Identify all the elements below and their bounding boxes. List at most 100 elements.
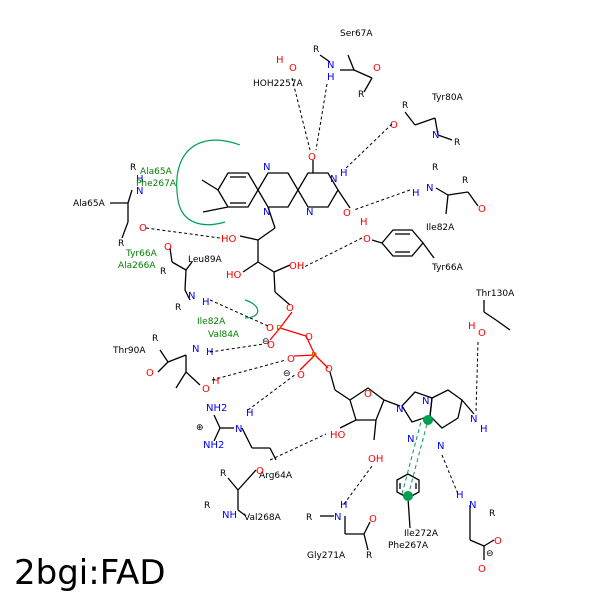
label-arg64: Arg64A xyxy=(259,471,293,481)
atom-gly271-o: O xyxy=(369,514,377,525)
atom-ala65-h: H xyxy=(136,174,144,185)
atom-ile272-o2: O xyxy=(478,564,486,575)
label-tyr80: Tyr80A xyxy=(431,93,464,103)
label-ile82-hyd: Ile82A xyxy=(197,317,226,327)
atom-arg64-nh1: NH2 xyxy=(206,403,227,414)
charge-plus-arg64: ⊕ xyxy=(196,423,204,433)
atom-n6: N xyxy=(470,414,477,425)
label-ala266-hyd: Ala266A xyxy=(118,261,156,271)
atom-tyr80-r1: R xyxy=(454,138,460,148)
atom-ile82-r2: R xyxy=(462,176,468,186)
atom-ser67-h: H xyxy=(327,72,335,83)
atom-val268-o: O xyxy=(256,466,264,477)
atom-n10: N xyxy=(263,207,270,218)
atom-thr130-h: H xyxy=(468,321,476,332)
atom-o3p: O xyxy=(305,332,313,343)
label-hoh2257: HOH2257A xyxy=(253,79,304,89)
charge-minus-ile272: ⊖ xyxy=(486,549,494,559)
residue-ala65 xyxy=(110,189,133,239)
atom-gly271-h: H xyxy=(340,500,348,511)
label-val84-hyd: Val84A xyxy=(208,330,240,340)
ribityl-chain xyxy=(239,206,291,306)
atom-o1b: O xyxy=(287,354,295,365)
atom-o5b: O xyxy=(325,364,333,375)
residue-arg64 xyxy=(213,414,277,461)
atom-o3ribose: HO xyxy=(330,430,346,441)
atom-o4prime: OH xyxy=(289,261,304,272)
atom-n5: N xyxy=(263,162,270,173)
atom-ala65-r2: R xyxy=(118,239,124,249)
atom-ser67-o: O xyxy=(373,63,381,74)
atom-o2a: O xyxy=(267,340,275,351)
label-val268: Val268A xyxy=(244,513,282,523)
atom-ile82-o: O xyxy=(478,204,486,215)
atom-o2prime: HO xyxy=(221,234,237,245)
atom-h6: H xyxy=(480,424,488,435)
residue-ile272 xyxy=(469,505,495,560)
atom-pb: P xyxy=(311,351,317,362)
atom-thr90-og: O xyxy=(202,384,210,395)
atom-val268-nh: NH xyxy=(222,510,237,521)
atom-n1ad: N xyxy=(437,441,444,452)
atom-arg64-nh2: NH2 xyxy=(203,440,224,451)
atom-ile82-r1: R xyxy=(432,163,438,173)
atom-gly271-r1: R xyxy=(306,513,312,523)
atom-val268-r1: R xyxy=(220,469,226,479)
atom-tyr80-n: N xyxy=(432,130,439,141)
label-thr90: Thr90A xyxy=(112,346,146,356)
atom-thr90-n: N xyxy=(192,344,199,355)
atom-ile272-n: N xyxy=(469,500,476,511)
label-gly271: Gly271A xyxy=(307,551,346,561)
atom-o1a: O xyxy=(266,323,274,334)
atom-thr90-hg: H xyxy=(212,376,220,387)
atom-ala65-r1: R xyxy=(130,163,136,173)
atom-gly271-r2: R xyxy=(366,551,372,561)
residue-ser67 xyxy=(319,54,373,93)
residue-ile82-right xyxy=(435,187,479,215)
charge-minus-a: ⊖ xyxy=(262,337,270,347)
diagram-title: 2bgi:FAD xyxy=(14,553,166,593)
atom-n7: N xyxy=(422,396,429,407)
pi-stack-line-2 xyxy=(401,417,423,495)
atom-thr90-r: R xyxy=(152,334,158,344)
label-ala65-hyd: Ala65A xyxy=(140,167,173,177)
atom-water-h: H xyxy=(276,55,284,66)
hydrophobic-arc-flavin xyxy=(176,139,241,226)
label-ser67: Ser67A xyxy=(340,29,373,39)
label-ile272: Ile272A xyxy=(404,529,439,539)
atom-h3: H xyxy=(340,168,348,179)
pyrophosphate xyxy=(269,311,329,371)
label-tyr66-hyd: Tyr66A xyxy=(125,249,158,259)
residue-val268 xyxy=(227,469,257,517)
atom-pa: P xyxy=(276,324,282,335)
atom-ser67-r2: R xyxy=(358,90,364,100)
hydrogen-bonds xyxy=(145,77,479,505)
atom-leu89-n: N xyxy=(188,291,195,302)
atom-leu89-h: H xyxy=(202,297,210,308)
atom-o3prime: HO xyxy=(226,270,242,281)
atom-o2ribose: OH xyxy=(368,454,383,465)
label-phe267: Phe267A xyxy=(388,541,429,551)
atom-o5prime: O xyxy=(286,303,294,314)
atom-tyr66-h: H xyxy=(360,217,368,228)
atom-ala65-o: O xyxy=(139,223,147,234)
hydrophobic-arc-phosphate xyxy=(244,299,259,319)
atom-ser67-n: N xyxy=(327,60,334,71)
flavin-ring xyxy=(201,160,351,213)
atom-water-o: O xyxy=(289,63,297,74)
label-tyr66: Tyr66A xyxy=(431,263,464,273)
atom-gly271-n: N xyxy=(334,512,341,523)
residue-tyr80 xyxy=(404,111,453,141)
atom-tyr80-o: O xyxy=(390,120,398,131)
atom-tyr80-r2: R xyxy=(402,101,408,111)
atom-ala65-n: N xyxy=(136,186,143,197)
atom-leu89-r2: R xyxy=(175,303,181,313)
atom-arg64-he: H xyxy=(246,408,254,419)
atom-o2b: O xyxy=(297,370,305,381)
atom-tyr66-oh: O xyxy=(363,234,371,245)
residue-leu89 xyxy=(169,247,193,301)
atom-thr130-o: O xyxy=(478,328,486,339)
residue-thr130 xyxy=(483,300,511,331)
atom-n3ad: N xyxy=(407,434,414,445)
